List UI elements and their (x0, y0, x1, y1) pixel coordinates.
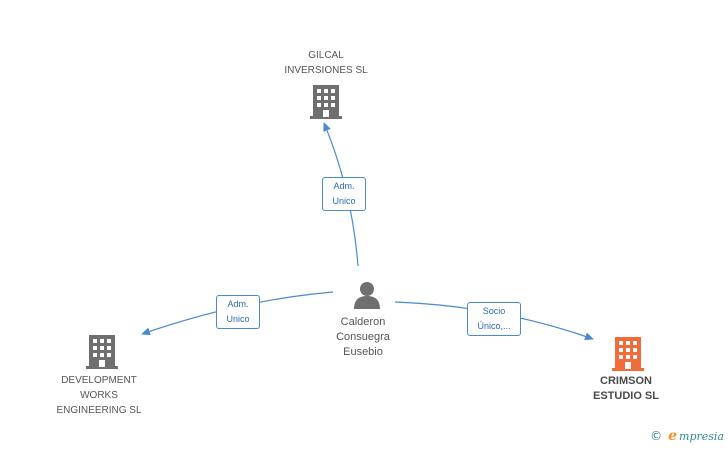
building-icon[interactable] (612, 335, 644, 371)
left-company-name[interactable]: DEVELOPMENT WORKS ENGINEERING SL (56, 375, 142, 416)
brand-name: mpresia (679, 429, 724, 443)
brand-watermark: © e mpresia (650, 428, 724, 444)
main-company-name[interactable]: CRIMSON ESTUDIO SL (592, 375, 659, 402)
edge-label-main: Socio Único,... (467, 302, 521, 336)
copyright-symbol: © (650, 429, 663, 443)
building-icon[interactable] (86, 333, 118, 369)
edge-label-left: Adm. Unico (216, 295, 260, 329)
person-icon[interactable] (352, 280, 382, 310)
brand-initial: e (668, 428, 678, 444)
building-icon[interactable] (310, 83, 342, 119)
edge-label-top: Adm. Unico (322, 177, 366, 211)
person-name[interactable]: Calderon Consuegra Eusebio (336, 316, 390, 358)
top-company-name[interactable]: GILCAL INVERSIONES SL (284, 50, 368, 76)
